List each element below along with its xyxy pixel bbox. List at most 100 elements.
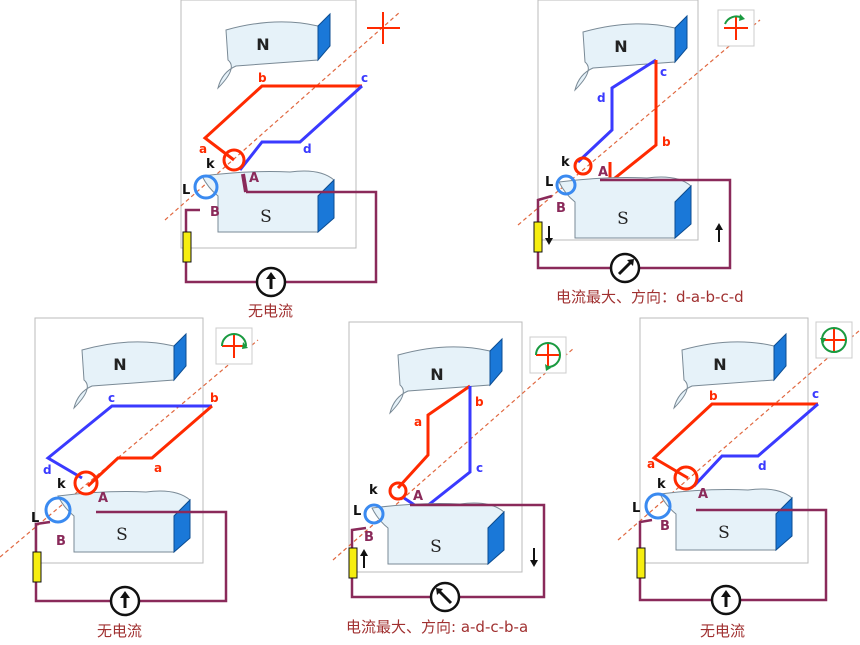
north-label: N [614, 37, 627, 56]
rotation-half-icon [215, 327, 253, 365]
rotation-three-quarter-icon [529, 336, 567, 374]
ring-label: L [353, 504, 361, 519]
north-magnet [73, 333, 187, 409]
coil-label: a [414, 415, 422, 429]
panel-2: N d c b a S k L A B [517, 0, 761, 284]
coil-red [202, 84, 362, 162]
north-label: N [713, 355, 726, 374]
coil-red [608, 60, 658, 186]
resistor [348, 547, 358, 579]
panel-frame [639, 317, 809, 564]
panel-frame [348, 321, 523, 573]
meter-needle-left-icon [429, 581, 461, 613]
slip-ring-l [44, 496, 72, 524]
coil-label: a [154, 461, 162, 475]
north-label: N [113, 355, 126, 374]
current-arrow-up-icon [715, 223, 723, 242]
coil-label: d [303, 142, 312, 156]
slip-ring-k [388, 481, 408, 501]
brush-label: A [249, 171, 259, 186]
panel-5-caption: 无电流 [700, 622, 746, 640]
panel-frame [537, 0, 699, 241]
coil-blue [576, 58, 657, 164]
slip-ring-k [73, 470, 99, 496]
resistor [32, 551, 42, 583]
meter-needle-up-icon [255, 266, 287, 298]
current-arrow-down-icon [545, 226, 553, 245]
brush-label: A [413, 489, 423, 504]
coil-red [396, 384, 471, 490]
panel-3: N c b a d S k L A B [0, 317, 259, 617]
meter-needle-up-icon [710, 584, 742, 616]
panel-4-caption: 电流最大、方向: a-d-c-b-a [346, 618, 529, 636]
south-label: S [116, 525, 128, 545]
panel-3-caption: 无电流 [97, 622, 143, 640]
north-magnet [673, 333, 787, 409]
coil-red [651, 402, 818, 480]
coil-label: d [597, 91, 606, 105]
ring-label: k [657, 477, 666, 492]
rotation-axis [0, 339, 259, 558]
brush-label: A [598, 165, 608, 180]
rotation-axis [164, 11, 401, 221]
coil-label: b [662, 135, 671, 149]
north-label: N [256, 35, 269, 54]
coil-label: c [361, 71, 368, 85]
ring-label: k [206, 157, 215, 172]
coil-label: a [199, 142, 207, 156]
coil-label: d [43, 463, 52, 477]
panel-2-caption: 电流最大、方向：d-a-b-c-d [556, 288, 744, 306]
current-arrow-down-icon [530, 548, 538, 567]
coil-label: a [647, 457, 655, 471]
slip-ring-k [673, 465, 699, 491]
slip-ring-k [573, 156, 593, 176]
ring-label: L [545, 175, 553, 190]
rotation-axis [617, 329, 860, 541]
panel-frame [34, 317, 204, 564]
brush-label: B [364, 530, 374, 545]
coil-label: b [475, 395, 484, 409]
coil-label: b [210, 391, 219, 405]
panel-1-caption: 无电流 [248, 302, 294, 320]
coil-label: c [660, 65, 667, 79]
axis-cross-icon [367, 12, 400, 44]
south-label: S [617, 209, 629, 229]
panel-frame [180, 0, 357, 249]
rotation-full-icon [815, 321, 853, 359]
slip-ring-l [555, 174, 577, 196]
coil-blue [238, 84, 364, 171]
panel-1: N a b c d S A k L B [164, 0, 401, 298]
brush-label: B [210, 205, 220, 220]
rotation-axis [332, 347, 575, 561]
south-label: S [430, 537, 442, 557]
coil-label: c [476, 461, 483, 475]
brush-label: A [98, 491, 108, 506]
coil-blue [45, 404, 212, 480]
resistor [182, 231, 192, 263]
south-label: S [718, 523, 730, 543]
ring-label: k [57, 477, 66, 492]
meter-needle-right-icon [609, 252, 641, 284]
ring-label: L [31, 511, 39, 526]
coil-label: b [709, 389, 718, 403]
ring-label: L [632, 501, 640, 516]
ring-label: k [369, 483, 378, 498]
slip-ring-l [644, 492, 672, 520]
coil-blue [692, 402, 819, 488]
slip-ring-l [193, 174, 219, 200]
current-arrow-up-icon [360, 549, 368, 568]
meter-needle-up-icon [109, 585, 141, 617]
brush-label: A [698, 487, 708, 502]
ring-label: L [182, 183, 190, 198]
brush-label: B [556, 201, 566, 216]
resistor [636, 547, 646, 579]
coil-label: c [812, 387, 819, 401]
north-magnet [574, 15, 688, 91]
coil-label: d [758, 459, 767, 473]
north-magnet [217, 13, 331, 89]
resistor [533, 221, 543, 253]
coil-label: c [108, 391, 115, 405]
south-label: S [260, 207, 272, 227]
brush-label: B [660, 519, 670, 534]
